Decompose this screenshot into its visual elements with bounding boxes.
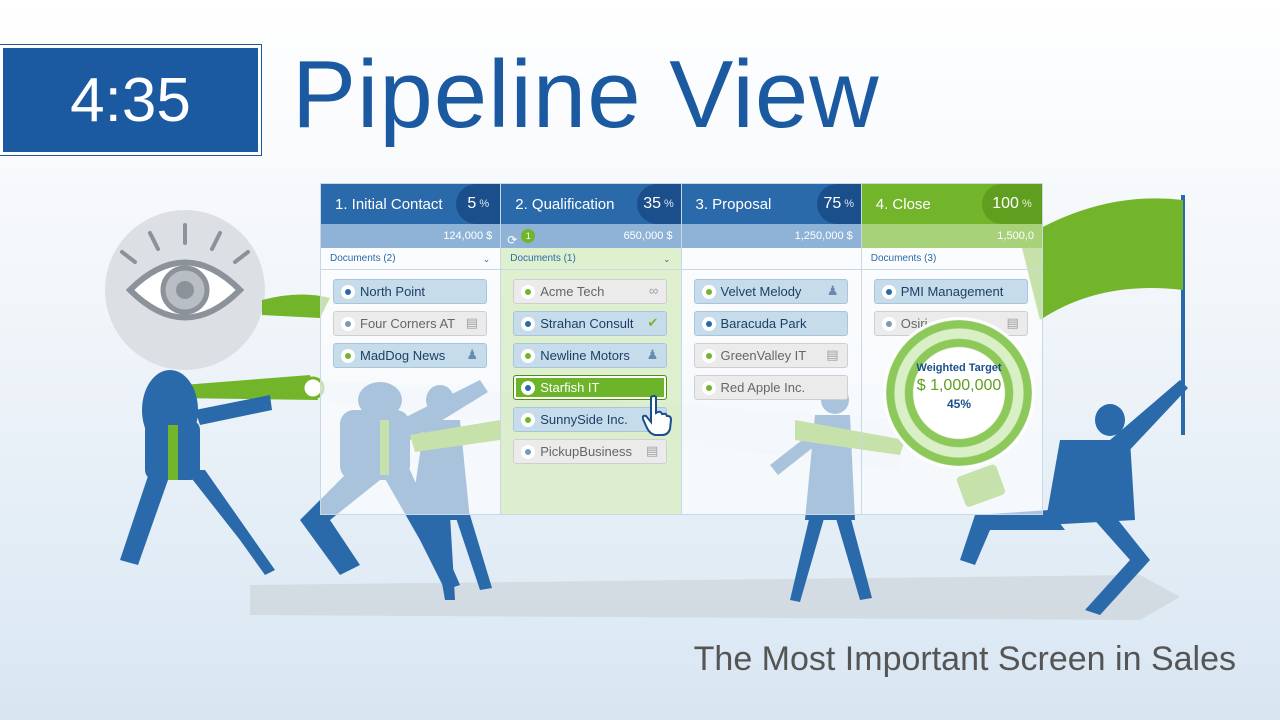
stage-label: 1. Initial Contact — [335, 195, 443, 213]
deal-card[interactable]: Acme Tech∞ — [513, 279, 668, 304]
stage-sum: ⟳ 1 650,000 $ — [501, 224, 681, 248]
status-dot-icon — [701, 317, 716, 331]
users-icon: ♟ — [826, 283, 839, 298]
documents-dropdown[interactable]: Documents (3) — [861, 248, 1042, 270]
stage-header[interactable]: 2. Qualification 35% — [501, 184, 681, 224]
deal-card[interactable]: PMI Management — [873, 279, 1028, 304]
check-circle-icon: ✔ — [647, 315, 659, 330]
stage-percent-badge: 100% — [982, 184, 1042, 224]
stage-label: 4. Close — [875, 195, 931, 213]
users-icon: ♟ — [466, 347, 478, 362]
stage-column-proposal: 3. Proposal 75% 1,250,000 $ Velvet Melod… — [681, 184, 862, 514]
status-dot-icon — [701, 349, 716, 363]
status-dot-icon — [521, 381, 536, 395]
deal-card[interactable]: Red Apple Inc. — [693, 375, 848, 400]
org-chart-icon: ▤ — [1006, 315, 1019, 330]
status-dot-icon — [521, 317, 536, 331]
weighted-target-value: $ 1,000,000 — [916, 377, 1002, 394]
deal-card-selected[interactable]: Starfish IT — [513, 375, 668, 400]
subtitle: The Most Important Screen in Sales — [693, 640, 1236, 678]
glasses-icon: ∞ — [648, 283, 659, 298]
page-title: Pipeline View — [292, 41, 880, 148]
stage-sum: 124,000 $ — [321, 224, 501, 248]
deal-card[interactable]: Newline Motors♟ — [513, 343, 668, 368]
documents-row — [681, 248, 861, 270]
status-dot-icon — [881, 285, 896, 299]
stage-label: 3. Proposal — [695, 195, 772, 213]
status-dot-icon — [521, 413, 536, 427]
weighted-target-badge: Weighted Target $ 1,000,000 45% — [886, 320, 1032, 466]
documents-dropdown[interactable]: Documents (2)⌄ — [321, 248, 501, 270]
chevron-down-icon: ⌄ — [662, 254, 671, 264]
status-dot-icon — [521, 285, 536, 299]
weighted-target-label: Weighted Target — [916, 362, 1002, 374]
deal-card[interactable]: SunnySide Inc. — [513, 407, 668, 432]
deal-card[interactable]: Strahan Consult✔ — [513, 311, 668, 336]
countdown-timer: 4:35 — [0, 44, 262, 156]
deal-card[interactable]: MadDog News♟ — [333, 343, 487, 368]
status-dot-icon — [701, 285, 716, 299]
status-dot-icon — [341, 349, 355, 363]
stage-percent-badge: 75% — [816, 184, 861, 224]
deal-card[interactable]: PickupBusiness▤ — [513, 439, 668, 464]
users-icon: ♟ — [646, 347, 659, 362]
stage-percent-badge: 35% — [636, 184, 681, 224]
status-dot-icon — [341, 285, 355, 299]
stage-label: 2. Qualification — [515, 195, 615, 213]
stage-header[interactable]: 1. Initial Contact 5% — [321, 184, 501, 224]
deal-card[interactable]: Velvet Melody♟ — [693, 279, 848, 304]
status-dot-icon — [701, 381, 716, 395]
deal-card[interactable]: Four Corners AT▤ — [333, 311, 487, 336]
status-dot-icon — [881, 317, 896, 331]
deal-card[interactable]: GreenValley IT▤ — [693, 343, 848, 368]
stage-sum: 1,250,000 $ — [681, 224, 861, 248]
weighted-target-percent: 45% — [946, 397, 972, 411]
documents-dropdown[interactable]: Documents (1)⌄ — [501, 248, 681, 270]
deal-card[interactable]: North Point — [333, 279, 487, 304]
activity-icon: ⟳ — [507, 233, 518, 247]
deal-card[interactable]: Baracuda Park — [693, 311, 848, 336]
org-chart-icon: ▤ — [465, 315, 478, 330]
org-chart-icon: ▤ — [826, 347, 839, 362]
stage-sum: 1,500,0 — [861, 224, 1042, 248]
stage-header[interactable]: 3. Proposal 75% — [681, 184, 861, 224]
stage-column-initial-contact: 1. Initial Contact 5% 124,000 $ Document… — [321, 184, 502, 514]
stage-percent-badge: 5% — [456, 184, 501, 224]
stage-column-qualification: 2. Qualification 35% ⟳ 1 650,000 $ Docum… — [501, 184, 682, 514]
stage-column-close: 4. Close 100% 1,500,0 Documents (3) PMI … — [861, 184, 1042, 514]
status-dot-icon — [521, 349, 536, 363]
org-chart-icon: ▤ — [645, 443, 659, 458]
chevron-down-icon: ⌄ — [482, 254, 491, 264]
hand-cursor-icon — [642, 395, 672, 436]
stage-header[interactable]: 4. Close 100% — [861, 184, 1042, 224]
notification-badge: 1 — [521, 229, 536, 243]
status-dot-icon — [341, 317, 355, 331]
status-dot-icon — [521, 445, 536, 459]
